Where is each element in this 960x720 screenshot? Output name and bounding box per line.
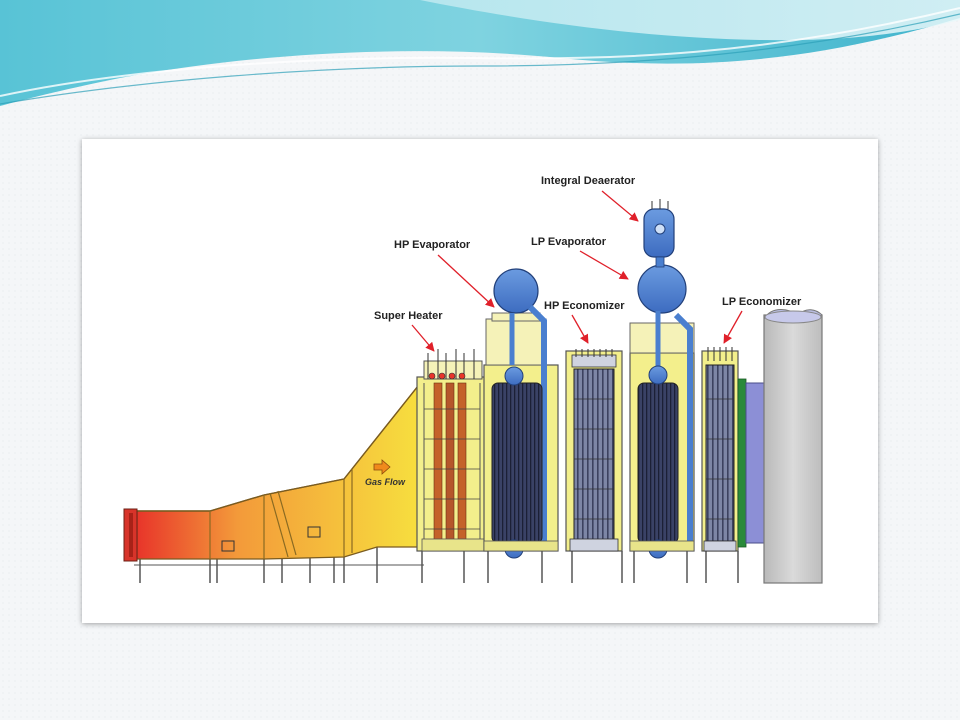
arrow-right-icon [373, 459, 391, 475]
label-lp-economizer: LP Economizer [722, 296, 802, 308]
exhaust-stack [763, 309, 823, 584]
label-hp-economizer: HP Economizer [544, 300, 625, 312]
header-wave-highlight [420, 0, 960, 41]
label-integral-deaerator: Integral Deaerator [541, 175, 636, 187]
super-heater-module [416, 349, 488, 552]
label-super-heater: Super Heater [374, 310, 443, 322]
hrsg-diagram-card: Gas Flow [82, 139, 878, 623]
stack-transition [737, 378, 765, 548]
gas-flow-indicator: Gas Flow [365, 459, 406, 487]
gas-flow-label: Gas Flow [365, 477, 406, 487]
hp-economizer-module [565, 349, 623, 552]
label-lp-evaporator: LP Evaporator [531, 236, 607, 248]
label-hp-evaporator: HP Evaporator [394, 239, 471, 251]
hrsg-diagram: Gas Flow [123, 175, 823, 584]
hp-steam-drum [493, 268, 539, 314]
hp-evaporator-module [483, 268, 559, 559]
lp-steam-drum [637, 264, 687, 314]
lp-economizer-module [701, 347, 739, 552]
lp-evaporator-module [629, 199, 695, 559]
callouts: Integral Deaerator HP Evaporator LP Evap… [374, 175, 802, 352]
